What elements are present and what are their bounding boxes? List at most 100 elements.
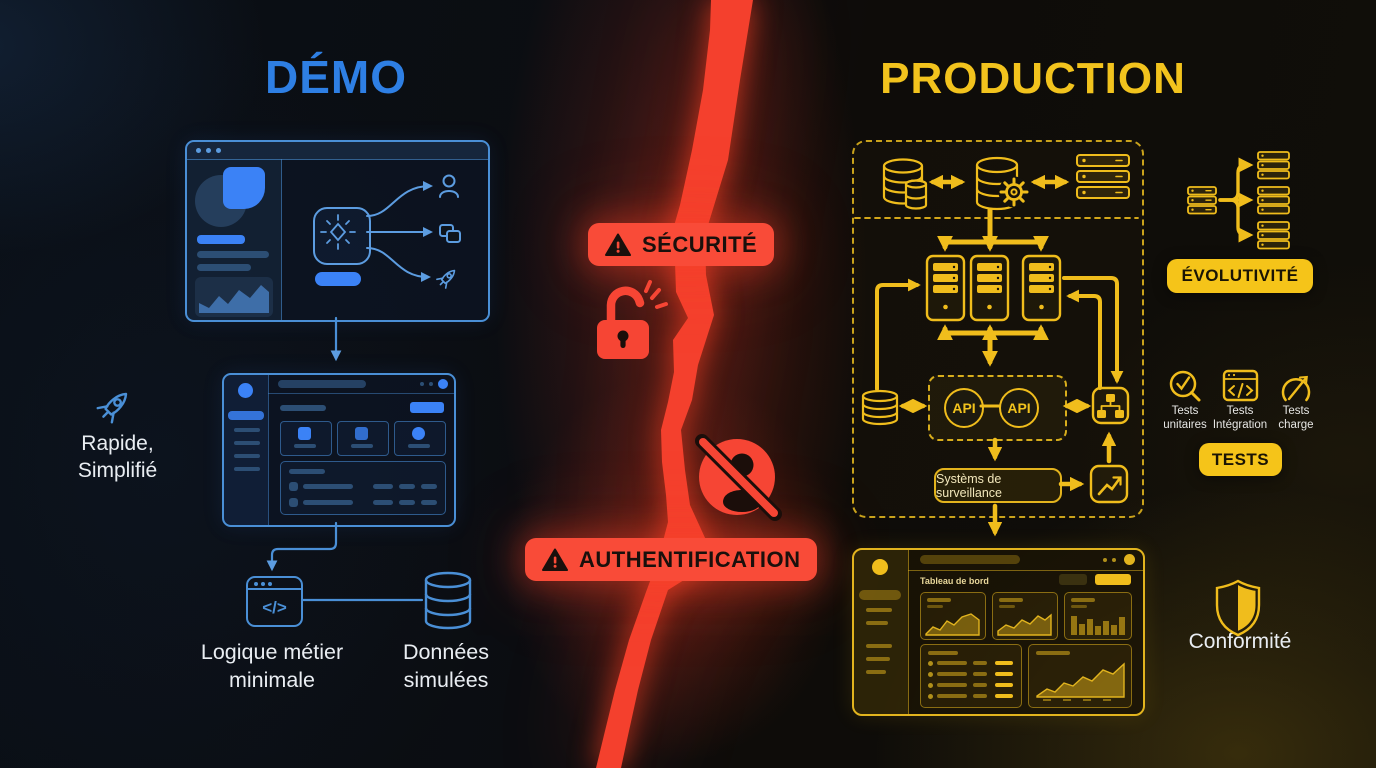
broken-lock-icon (597, 280, 668, 359)
stat-bar (351, 444, 373, 448)
integration-test-icon (1222, 369, 1259, 402)
tagline-line1: Rapide, (81, 432, 154, 455)
tagline-line2: Simplifié (77, 459, 158, 482)
table-header-bar (289, 469, 325, 474)
chart-card (920, 592, 986, 640)
gear-icon (999, 177, 1029, 207)
row-bar (973, 694, 987, 698)
dashboard-topbar (268, 375, 454, 394)
server-rack-icon (1187, 186, 1217, 215)
feature-arrows (366, 181, 433, 282)
dashboard-title: Tableau de bord (920, 576, 989, 586)
dashboard-sidebar (854, 550, 909, 714)
api-node: API (944, 388, 984, 428)
load-test-icon (1281, 375, 1311, 402)
stat-card (337, 421, 389, 456)
card-bar (999, 598, 1023, 602)
compliance-label: Conformité (1188, 630, 1292, 653)
metrics-node-icon (1089, 464, 1129, 504)
database-cluster-icon (882, 158, 928, 210)
row-avatar (289, 482, 298, 491)
window-titlebar (187, 142, 488, 160)
sidebar-item (234, 454, 260, 458)
topbar-dot-icon (420, 382, 424, 386)
authentication-badge-label: AUTHENTIFICATION (579, 546, 801, 572)
tagline-label: Rapide, Simplifié (40, 430, 195, 484)
row-bar (303, 484, 353, 489)
stat-bar (408, 444, 430, 448)
server-rack-icon (1257, 151, 1290, 180)
code-icon: </> (246, 576, 303, 627)
code-glyph: </> (262, 598, 287, 617)
row-bar (995, 672, 1013, 676)
primary-button (1095, 574, 1131, 585)
avatar (1124, 554, 1135, 565)
stat-icon (298, 427, 311, 440)
production-architecture (854, 151, 1311, 637)
red-tear-crack (596, 0, 753, 768)
row-dot (928, 661, 933, 666)
page-heading-bar (280, 405, 326, 411)
primary-button (410, 402, 444, 413)
modules-icon (439, 224, 461, 243)
window-dot-icon (254, 582, 258, 586)
chart-card (992, 592, 1058, 640)
text-bar (197, 235, 245, 244)
tests-integration-label: Tests Intégration (1208, 405, 1272, 432)
row-dot (928, 683, 933, 688)
database-config-icon (975, 156, 1030, 211)
scalability-cluster (1187, 151, 1290, 250)
load-balancer-arrows (936, 207, 1050, 252)
avatar (238, 383, 253, 398)
api-node-label: API (952, 400, 976, 416)
sidebar-item (234, 467, 260, 471)
card-bar (1036, 651, 1070, 655)
row-bar (399, 500, 415, 505)
server-icon (925, 254, 966, 322)
authentication-badge: AUTHENTIFICATION (525, 538, 818, 581)
user-icon (439, 174, 459, 198)
tests-load-line2: charge (1278, 418, 1314, 431)
scalability-badge-label: ÉVOLUTIVITÉ (1181, 266, 1299, 285)
sidebar-item (234, 428, 260, 432)
ai-sparkle-box (313, 207, 371, 265)
table-header-bar (928, 651, 958, 655)
no-user-icon (695, 434, 782, 521)
logic-label: Logique métier minimale (172, 638, 372, 694)
monitoring-system-box: Systèms de surveillance (934, 468, 1062, 503)
image-shape (223, 167, 265, 209)
card-bar (927, 598, 951, 602)
tests-load-label: Tests charge (1264, 405, 1328, 432)
server-to-node-arrow (1062, 276, 1124, 384)
big-area-chart (1036, 662, 1125, 701)
stat-icon (355, 427, 368, 440)
security-badge: SÉCURITÉ (588, 223, 775, 266)
tests-badge-label: TESTS (1211, 449, 1270, 469)
row-bar (937, 661, 967, 665)
search-input (920, 555, 1020, 564)
tests-unit-label: Tests unitaires (1153, 405, 1217, 432)
divider (248, 588, 301, 590)
tests-unit-line1: Tests (1171, 405, 1199, 417)
server-icon (969, 254, 1010, 322)
row-bar (373, 500, 393, 505)
server-towers (925, 254, 1062, 322)
mini-area-chart (925, 613, 980, 636)
server-icon (1021, 254, 1062, 322)
security-badge-label: SÉCURITÉ (642, 231, 758, 257)
data-line1: Données (402, 640, 490, 664)
dashboard-topbar (908, 550, 1143, 571)
warning-icon (542, 548, 568, 571)
api-gateway-box (928, 375, 1067, 441)
window-dot-icon (206, 148, 211, 153)
row-bar (373, 484, 393, 489)
logic-line1: Logique métier (200, 640, 344, 664)
row-bar (995, 694, 1013, 698)
row-bar (995, 661, 1013, 665)
row-bar (973, 672, 987, 676)
node-to-server-arrow (1066, 289, 1102, 390)
architecture-box (852, 140, 1144, 518)
window-dot-icon (196, 148, 201, 153)
